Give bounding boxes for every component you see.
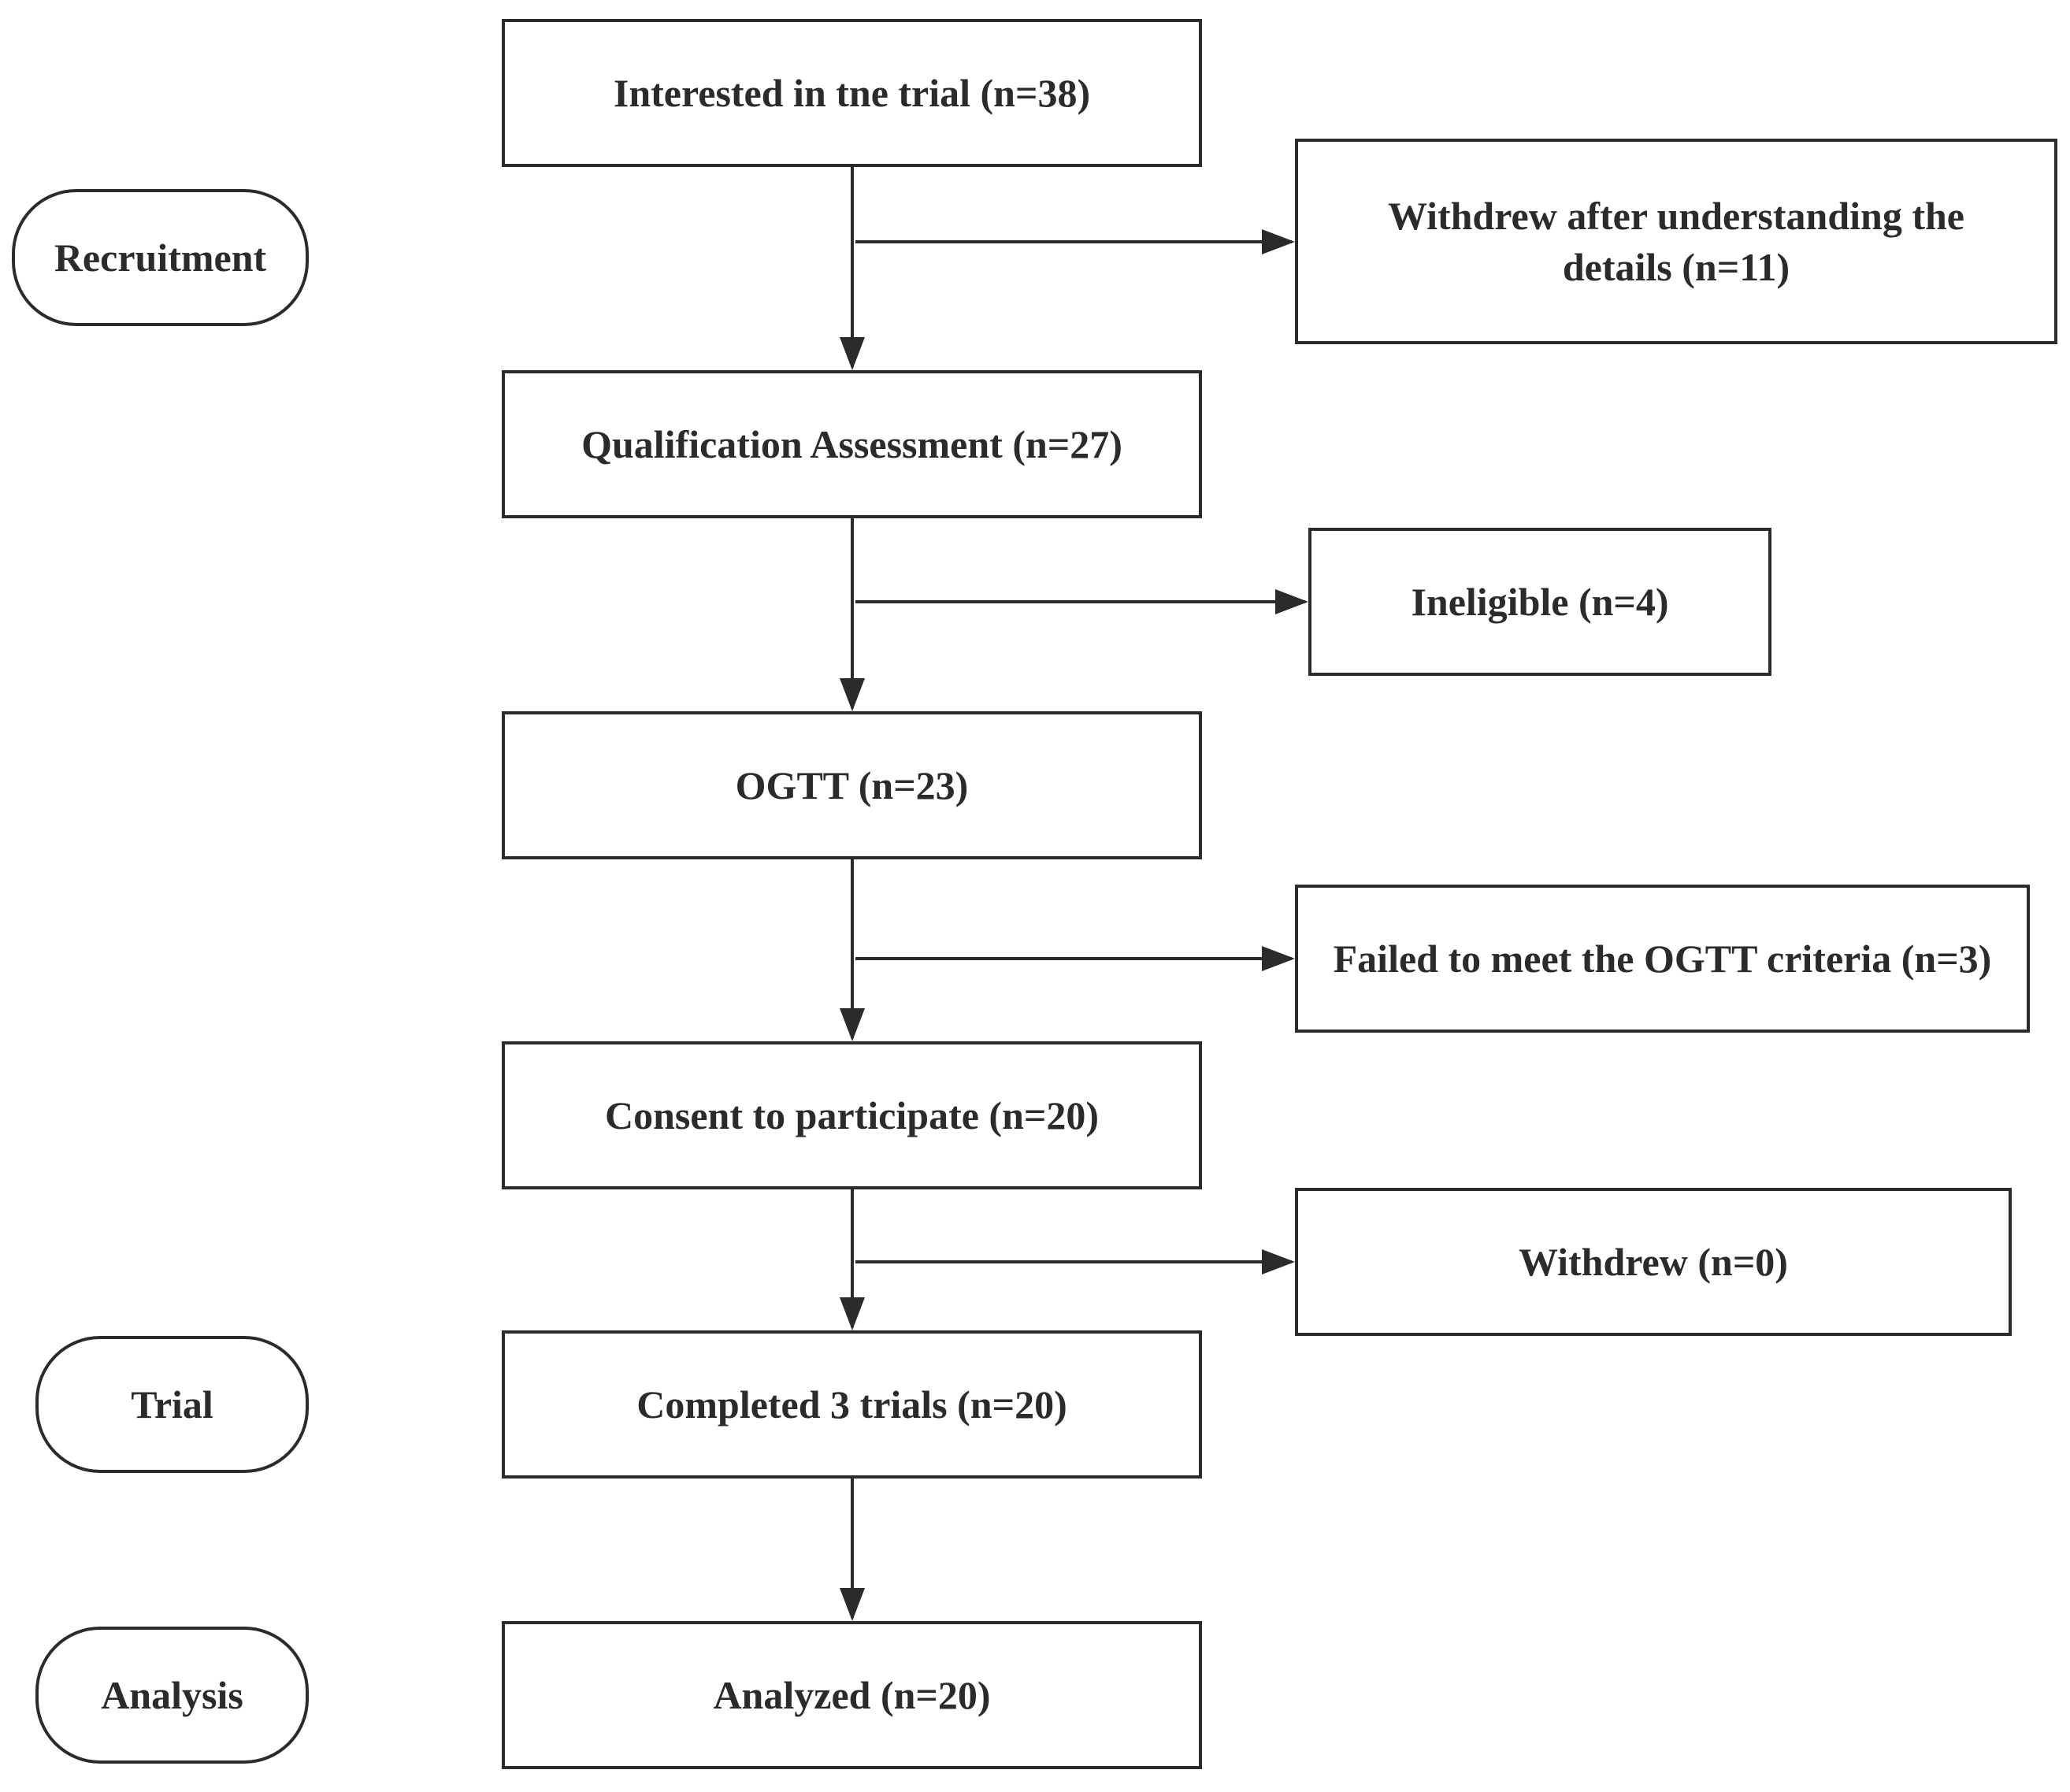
arrowhead-right: [1262, 946, 1295, 971]
arrowhead-right: [1275, 589, 1308, 614]
box-ogtt-criteria-failed: Failed to meet the OGTT criteria (n=3): [1295, 885, 2030, 1033]
stage-analysis: Analysis: [35, 1627, 309, 1764]
arrowhead-right: [1262, 1249, 1295, 1274]
box-withdrew-after-details: Withdrew after understanding the details…: [1295, 139, 2057, 344]
box-interested: Interested in tne trial (n=38): [502, 19, 1202, 167]
box-withdrew-details-label: Withdrew after understanding the details…: [1387, 193, 1964, 289]
arrowhead-right: [1262, 229, 1295, 254]
box-consent: Consent to participate (n=20): [502, 1041, 1202, 1189]
box-interested-label: Interested in tne trial (n=38): [613, 70, 1091, 115]
box-completed-trials: Completed 3 trials (n=20): [502, 1330, 1202, 1478]
arrowhead-down: [840, 1297, 865, 1330]
arrowhead-down: [840, 337, 865, 370]
stage-trial: Trial: [35, 1336, 309, 1473]
stage-analysis-label: Analysis: [101, 1673, 243, 1717]
box-ogtt: OGTT (n=23): [502, 711, 1202, 859]
box-qualification-assessment: Qualification Assessment (n=27): [502, 370, 1202, 518]
box-analyzed: Analyzed (n=20): [502, 1621, 1202, 1769]
arrowhead-down: [840, 1008, 865, 1041]
box-ineligible-label: Ineligible (n=4): [1411, 579, 1669, 624]
box-analyzed-label: Analyzed (n=20): [713, 1672, 991, 1717]
box-completed-label: Completed 3 trials (n=20): [636, 1382, 1067, 1427]
box-qualification-label: Qualification Assessment (n=27): [581, 421, 1122, 466]
box-ogtt-failed-label: Failed to meet the OGTT criteria (n=3): [1333, 936, 1992, 981]
box-ineligible: Ineligible (n=4): [1308, 528, 1771, 676]
box-ogtt-label: OGTT (n=23): [735, 762, 969, 807]
arrowhead-down: [840, 678, 865, 711]
stage-recruitment-label: Recruitment: [54, 236, 267, 280]
box-consent-label: Consent to participate (n=20): [604, 1093, 1100, 1137]
box-withdrew: Withdrew (n=0): [1295, 1188, 2012, 1336]
arrowhead-down: [840, 1588, 865, 1621]
stage-trial-label: Trial: [131, 1382, 213, 1427]
stage-recruitment: Recruitment: [12, 189, 309, 326]
box-withdrew-label: Withdrew (n=0): [1519, 1239, 1788, 1284]
